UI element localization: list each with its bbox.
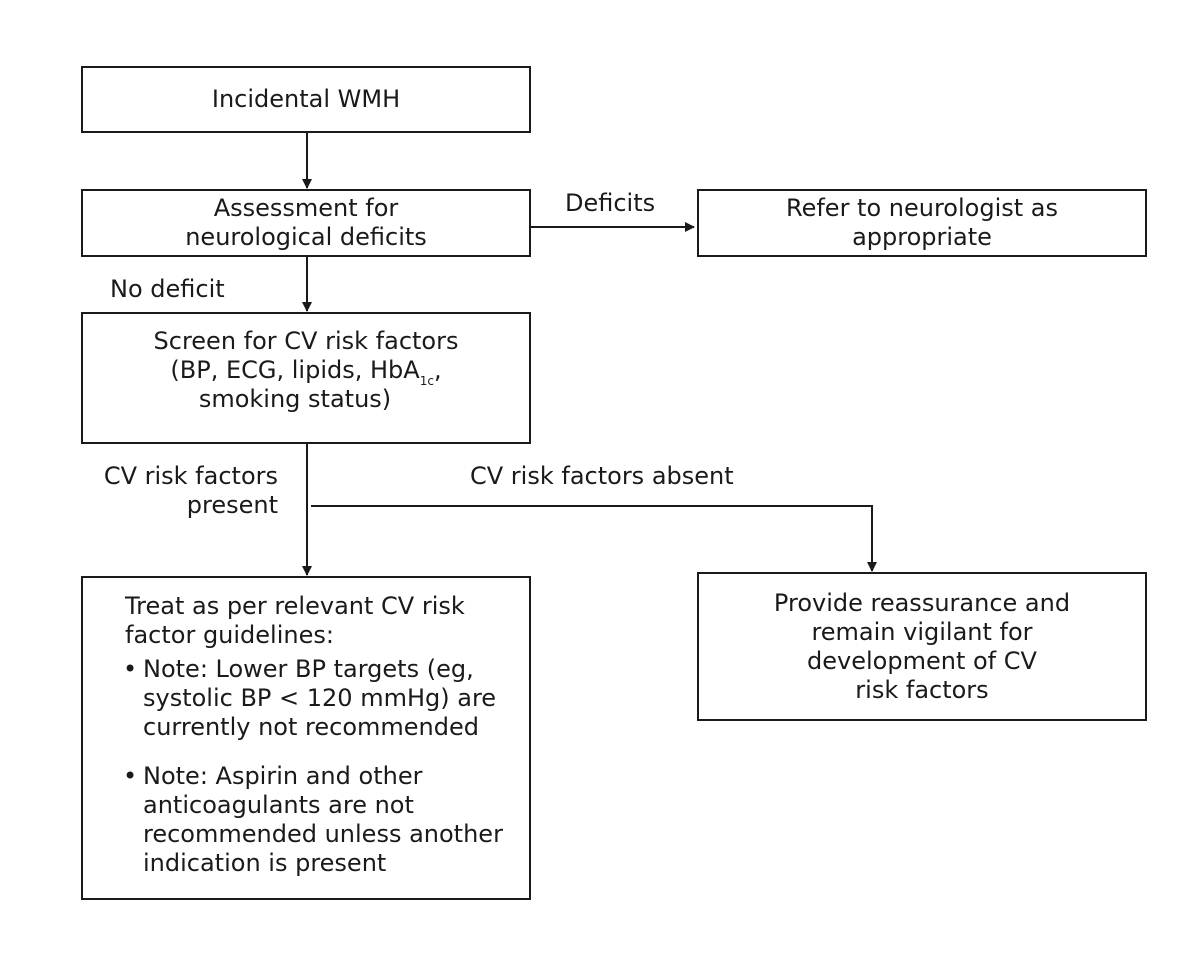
node-treat-guidelines: Treat as per relevant CV risk factor gui… bbox=[81, 576, 531, 900]
bullet-line: recommended unless another bbox=[143, 820, 503, 848]
node-reassurance: Provide reassurance and remain vigilant … bbox=[697, 572, 1147, 721]
bullet-line: Note: Lower BP targets (eg, bbox=[143, 655, 474, 683]
node-treat-heading-line: Treat as per relevant CV risk bbox=[125, 592, 465, 620]
node-screen-line2-text: (BP, ECG, lipids, HbA bbox=[170, 356, 420, 384]
node-reassure-line: Provide reassurance and bbox=[773, 588, 1071, 617]
node-assessment-line: Assessment for bbox=[213, 194, 399, 222]
edge-label-deficits: Deficits bbox=[565, 189, 656, 217]
node-screen-comma: , bbox=[433, 356, 442, 384]
node-screen-line: (BP, ECG, lipids, HbA1c, bbox=[83, 356, 529, 388]
edge-label-cv-present: CV risk factors present bbox=[60, 462, 278, 520]
edge-label-cv-present-line: present bbox=[186, 491, 278, 519]
bullet-icon: • bbox=[123, 762, 138, 790]
edge-label-cv-present-line: CV risk factors bbox=[103, 462, 278, 490]
edge-label-cv-absent: CV risk factors absent bbox=[470, 462, 734, 490]
arrow-screen-to-reassure bbox=[311, 505, 877, 572]
bullet-icon: • bbox=[123, 655, 138, 683]
list-item: • Note: Lower BP targets (eg, systolic B… bbox=[123, 655, 533, 742]
node-screen-subscript: 1c bbox=[419, 374, 434, 388]
node-treat-heading-line: factor guidelines: bbox=[125, 621, 334, 649]
bullet-line: indication is present bbox=[143, 849, 387, 877]
node-reassure-line: development of CV bbox=[807, 646, 1037, 675]
node-refer-neurologist: Refer to neurologist as appropriate bbox=[697, 189, 1147, 257]
node-screen-line: Screen for CV risk factors bbox=[153, 327, 459, 355]
node-assessment: Assessment for neurological deficits bbox=[81, 189, 531, 257]
bullet-line: currently not recommended bbox=[143, 713, 479, 741]
node-screen-cv-risk: Screen for CV risk factors (BP, ECG, lip… bbox=[81, 312, 531, 444]
node-refer-line: Refer to neurologist as bbox=[785, 194, 1058, 222]
node-reassure-line: remain vigilant for bbox=[811, 617, 1033, 646]
bullet-line: anticoagulants are not bbox=[143, 791, 414, 819]
node-screen-line: smoking status) bbox=[198, 385, 392, 413]
bullet-line: Note: Aspirin and other bbox=[143, 762, 423, 790]
node-refer-line: appropriate bbox=[852, 223, 992, 251]
edge-label-no-deficit: No deficit bbox=[110, 275, 225, 303]
list-item: • Note: Aspirin and other anticoagulants… bbox=[123, 762, 533, 878]
node-incidental-wmh: Incidental WMH bbox=[81, 66, 531, 133]
node-assessment-line: neurological deficits bbox=[185, 223, 427, 251]
node-incidental-wmh-text: Incidental WMH bbox=[211, 85, 401, 113]
bullet-line: systolic BP < 120 mmHg) are bbox=[143, 684, 497, 712]
node-reassure-line: risk factors bbox=[855, 675, 989, 704]
node-treat-heading: Treat as per relevant CV risk factor gui… bbox=[125, 592, 525, 650]
